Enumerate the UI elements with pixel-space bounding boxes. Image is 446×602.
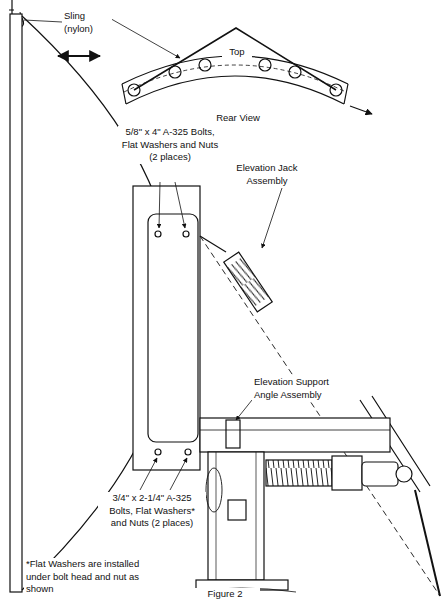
gearbox — [332, 456, 362, 490]
rear-view-arrow — [350, 106, 372, 114]
leader-line — [140, 458, 157, 490]
jack-rod — [415, 490, 440, 596]
leader-line — [106, 16, 180, 58]
leader-line — [175, 182, 185, 228]
motor-end-cap — [396, 466, 412, 482]
jack-clevis — [200, 236, 226, 252]
mount-plate — [133, 186, 200, 470]
jack-cylinder — [224, 252, 272, 312]
angle-bracket — [226, 420, 240, 448]
view-note: Top — [222, 46, 252, 59]
drive-motor — [362, 462, 398, 486]
figure-caption: Figure 2 — [190, 588, 260, 601]
rear-view-arc-top — [122, 56, 348, 84]
leader-line — [262, 188, 282, 248]
rear-view-holes — [128, 59, 342, 96]
reflector-rim — [10, 14, 22, 592]
footnote: *Flat Washers are installed under bolt h… — [24, 558, 158, 596]
motion-arrow — [58, 55, 100, 57]
leader-line — [170, 458, 187, 490]
pedestal-column — [208, 452, 264, 580]
drive-spring — [266, 460, 332, 486]
view-title: Rear View — [206, 112, 270, 125]
bolt-spec: 5/8" x 4" A-325 Bolts, Flat Washers and … — [118, 126, 222, 164]
part-name: Elevation Support Angle Assembly — [252, 376, 348, 401]
sling-rope — [134, 28, 336, 90]
part-name: Elevation Jack Assembly — [226, 162, 308, 187]
access-plate — [228, 500, 246, 520]
mount-plate-window — [148, 214, 198, 442]
jack-axis — [200, 236, 440, 596]
leader-line — [236, 400, 252, 420]
bolt-spec: 3/4" x 2-1/4" A-325 Bolts, Flat Washers*… — [98, 492, 206, 530]
cable-loop — [206, 468, 222, 512]
rear-view-arc-bottom — [126, 76, 344, 104]
leader-line — [159, 182, 160, 228]
elevation-support-angle — [200, 418, 390, 452]
line-art — [9, 0, 440, 596]
rear-view-centerline — [124, 65, 346, 92]
sling-label: Sling (nylon) — [62, 10, 112, 35]
rear-view-arc-ends — [122, 84, 348, 104]
bolts — [155, 231, 191, 455]
leader-line — [24, 20, 62, 22]
